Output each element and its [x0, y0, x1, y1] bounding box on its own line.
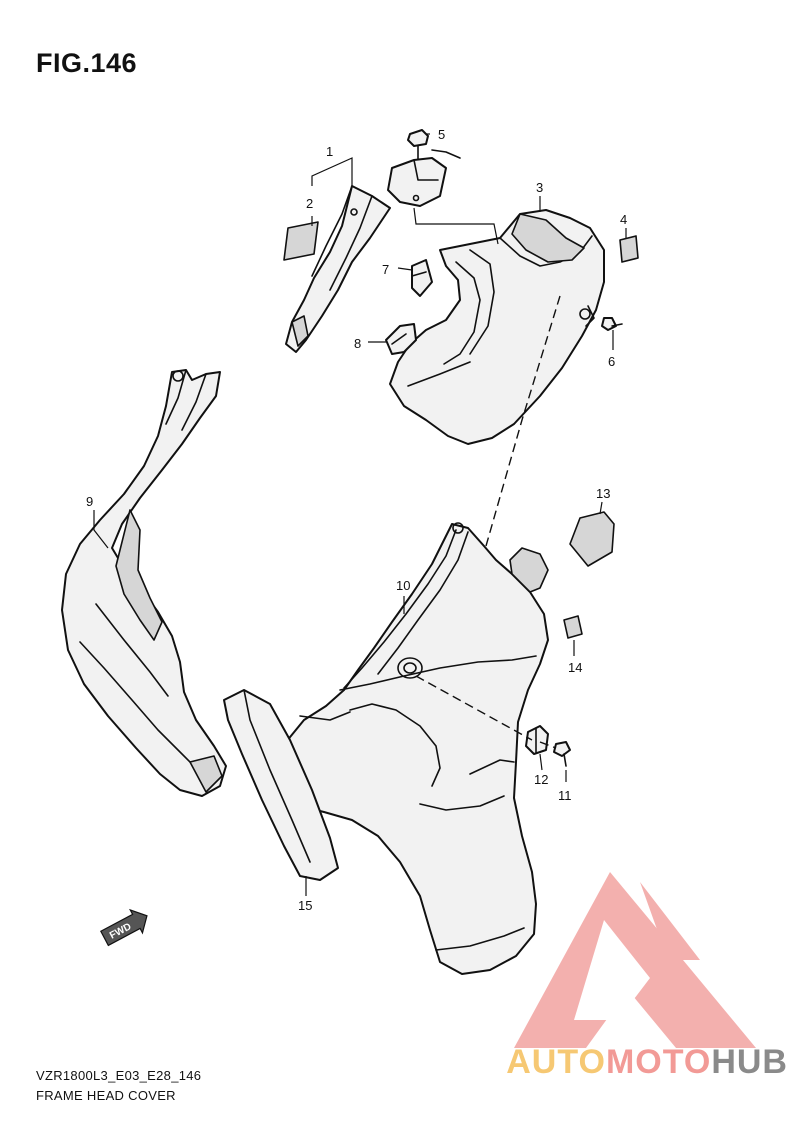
part-2-sticker[interactable] [283, 221, 319, 261]
callout-5: 5 [438, 127, 445, 142]
part-15-strip[interactable] [223, 689, 339, 881]
figure-title: FIG.146 [36, 48, 138, 78]
part-13-pad[interactable] [569, 511, 615, 567]
callout-2: 2 [306, 196, 313, 211]
figure-code: VZR1800L3_E03_E28_146 [36, 1068, 202, 1083]
callout-15: 15 [298, 898, 312, 913]
watermark-logo-icon [514, 872, 756, 1048]
fwd-arrow-icon: FWD [100, 908, 148, 947]
callout-9: 9 [86, 494, 93, 509]
callout-8: 8 [354, 336, 361, 351]
watermark-auto: AUTO [506, 1043, 606, 1081]
part-11-screw[interactable] [553, 741, 571, 767]
callout-1: 1 [326, 144, 333, 159]
callout-6: 6 [608, 354, 615, 369]
callout-labels: 1 2 3 4 5 6 7 8 9 10 11 12 13 14 15 [86, 127, 627, 913]
part-6-screw[interactable] [601, 317, 623, 331]
part-3-upper-cover[interactable] [389, 209, 605, 445]
callout-7: 7 [382, 262, 389, 277]
figure-caption: FRAME HEAD COVER [36, 1088, 176, 1103]
part-8-clip[interactable] [385, 323, 417, 355]
callout-13: 13 [596, 486, 610, 501]
upper-mount [387, 149, 461, 207]
part-12-grommet[interactable] [525, 725, 549, 755]
part-10-frame-head-cover[interactable] [275, 522, 549, 975]
part-14-clip[interactable] [563, 615, 583, 639]
callout-3: 3 [536, 180, 543, 195]
part-1-bracket[interactable] [285, 185, 391, 353]
part-9-side-cover[interactable] [61, 369, 227, 797]
callout-11: 11 [558, 788, 572, 803]
callout-10: 10 [396, 578, 410, 593]
assembly-lines [415, 295, 561, 749]
part-4-sticker[interactable] [619, 235, 639, 263]
callout-4: 4 [620, 212, 627, 227]
callout-12: 12 [534, 772, 548, 787]
callout-14: 14 [568, 660, 582, 675]
part-7-clip[interactable] [411, 259, 433, 297]
watermark-hub: HUB [711, 1043, 788, 1081]
watermark-text: AUTOMOTOHUB [506, 1043, 788, 1082]
watermark-moto: MOTO [605, 1043, 712, 1081]
leader-lines [93, 133, 627, 896]
figure-footer: VZR1800L3_E03_E28_146 FRAME HEAD COVER [36, 1066, 201, 1106]
